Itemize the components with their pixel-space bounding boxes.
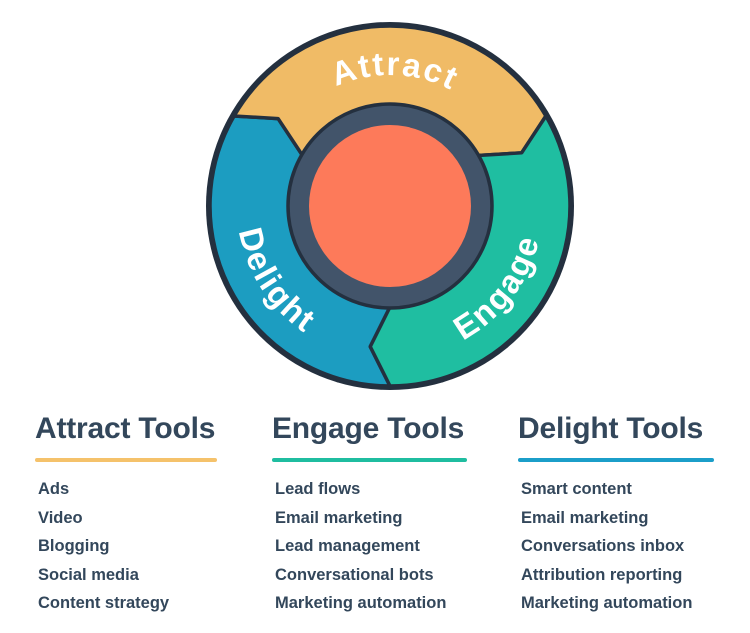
- attract-tools-underline: [35, 458, 217, 462]
- delight-tools-column: Delight Tools Smart content Email market…: [518, 413, 733, 624]
- list-item: Video: [38, 508, 83, 527]
- list-item: Blogging: [38, 537, 110, 555]
- list-item: Social media: [38, 565, 139, 584]
- list-item: Marketing automation: [521, 594, 693, 612]
- list-item: Ads: [38, 480, 70, 498]
- list-item: Conversations inbox: [521, 537, 685, 555]
- attract-tools-list: Ads Video Blogging Social media Content …: [38, 481, 240, 612]
- list-item: Lead management: [275, 537, 420, 555]
- delight-tools-list: Smart content Email marketing Conversati…: [521, 481, 733, 612]
- delight-tools-title: Delight Tools: [518, 412, 704, 445]
- flywheel-diagram: Attract Engage Delight: [206, 22, 574, 390]
- list-item: Smart content: [521, 480, 632, 498]
- list-item: Content strategy: [38, 594, 170, 612]
- delight-tools-underline: [518, 458, 714, 462]
- list-item: Marketing automation: [275, 594, 447, 612]
- flywheel-svg: Attract Engage Delight: [206, 22, 574, 390]
- engage-tools-list: Lead flows Email marketing Lead manageme…: [275, 481, 487, 612]
- engage-tools-column: Engage Tools Lead flows Email marketing …: [272, 413, 487, 624]
- engage-tools-title: Engage Tools: [272, 412, 465, 445]
- attract-tools-column: Attract Tools Ads Video Blogging Social …: [35, 413, 240, 624]
- list-item: Lead flows: [275, 480, 361, 498]
- attract-tools-title: Attract Tools: [35, 412, 216, 445]
- list-item: Email marketing: [521, 508, 649, 527]
- flywheel-core: [309, 125, 471, 287]
- list-item: Attribution reporting: [521, 565, 683, 584]
- list-item: Conversational bots: [275, 565, 434, 584]
- list-item: Email marketing: [275, 508, 403, 527]
- engage-tools-underline: [272, 458, 467, 462]
